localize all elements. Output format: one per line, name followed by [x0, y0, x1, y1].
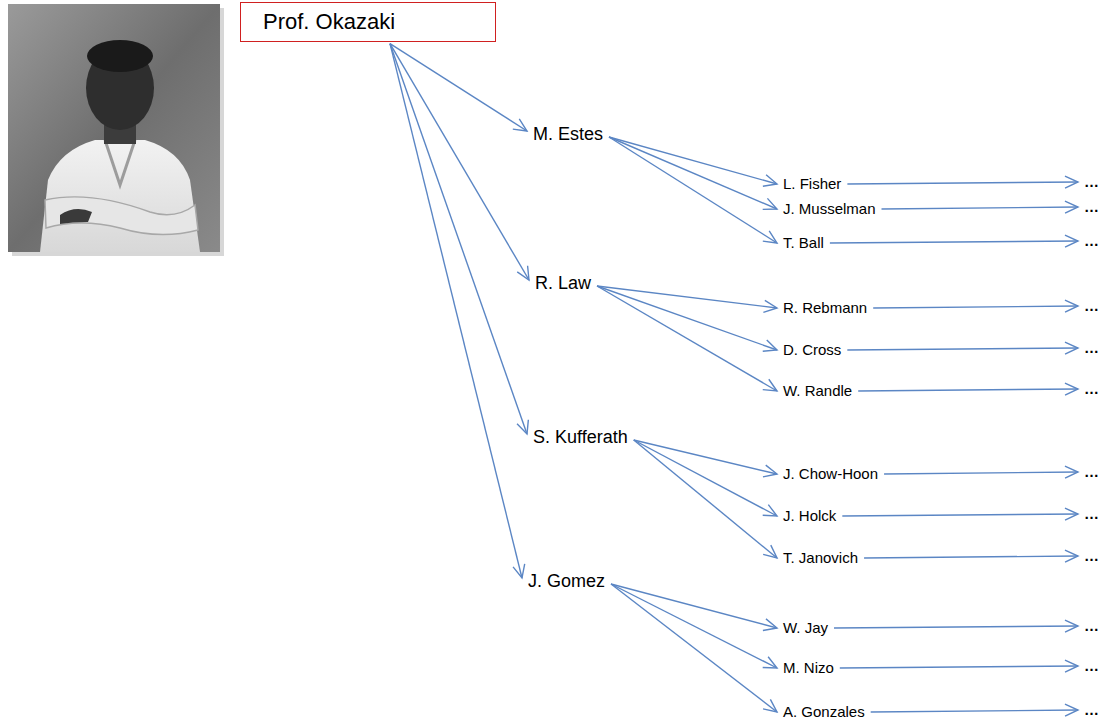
continuation-mark: …: [1084, 173, 1099, 191]
student-name: T. Janovich: [783, 549, 858, 567]
student-name: R. Rebmann: [783, 299, 867, 317]
lineage-arrow: [609, 137, 777, 243]
name-text: …: [1084, 339, 1099, 357]
lineage-arrow: [597, 286, 777, 312]
name-text: …: [1084, 173, 1099, 191]
name-text: R. Rebmann: [783, 299, 867, 317]
photo-collar: [105, 140, 135, 185]
continuation-mark: …: [1084, 339, 1099, 357]
name-text: …: [1084, 617, 1099, 635]
name-text: …: [1084, 505, 1099, 523]
lineage-arrow: [611, 584, 777, 712]
continuation-mark: …: [1084, 547, 1099, 565]
continuation-mark: …: [1084, 463, 1099, 481]
continuation-mark: …: [1084, 198, 1099, 216]
lineage-arrow: [834, 620, 1078, 632]
name-text: …: [1084, 657, 1099, 675]
name-text: J. Holck: [783, 507, 836, 525]
lineage-arrow: [609, 137, 777, 209]
name-text: …: [1084, 297, 1099, 315]
lineage-arrow: [390, 44, 527, 131]
student-name: A. Gonzales: [783, 703, 865, 721]
name-text: S. Kufferath: [533, 427, 628, 449]
student-name: T. Ball: [783, 234, 824, 252]
name-text: M. Estes: [533, 124, 603, 146]
lineage-arrow: [840, 660, 1078, 672]
student-name: M. Estes: [533, 124, 603, 146]
student-name: D. Cross: [783, 341, 841, 359]
continuation-mark: …: [1084, 617, 1099, 635]
lineage-arrow: [847, 176, 1078, 188]
lineage-arrow: [842, 508, 1078, 520]
name-text: T. Janovich: [783, 549, 858, 567]
teacher-box: Prof. Okazaki: [240, 2, 496, 41]
name-text: …: [1084, 463, 1099, 481]
student-name: S. Kufferath: [533, 427, 628, 449]
portrait-photo: [0, 0, 240, 262]
photo-ground: [8, 4, 220, 252]
photo-jacket: [40, 140, 200, 252]
name-text: …: [1084, 701, 1099, 719]
name-text: …: [1084, 198, 1099, 216]
student-name: W. Randle: [783, 382, 852, 400]
student-name: J. Musselman: [783, 200, 876, 218]
lineage-arrow: [611, 584, 777, 668]
lineage-arrow: [390, 44, 528, 434]
lineage-arrow: [609, 137, 777, 186]
name-text: T. Ball: [783, 234, 824, 252]
lineage-arrow: [882, 201, 1078, 213]
lineage-arrow: [634, 440, 777, 558]
name-text: M. Nizo: [783, 659, 834, 677]
lineage-arrow: [858, 383, 1078, 395]
lineage-arrow: [611, 584, 777, 630]
student-name: J. Chow-Hoon: [783, 465, 878, 483]
lineage-arrow: [597, 286, 777, 391]
name-text: L. Fisher: [783, 175, 841, 193]
student-name: J. Gomez: [528, 571, 605, 593]
student-name: L. Fisher: [783, 175, 841, 193]
photo-hair: [87, 40, 153, 72]
student-name: R. Law: [535, 273, 591, 295]
lineage-arrow: [847, 342, 1078, 354]
name-text: …: [1084, 547, 1099, 565]
continuation-mark: …: [1084, 297, 1099, 315]
lineage-arrow: [864, 550, 1078, 562]
lineage-arrow: [873, 300, 1078, 312]
lineage-arrow: [597, 286, 777, 351]
name-text: J. Musselman: [783, 200, 876, 218]
lineage-arrow: [390, 44, 525, 578]
name-text: A. Gonzales: [783, 703, 865, 721]
photo-arms: [45, 197, 198, 235]
name-text: J. Chow-Hoon: [783, 465, 878, 483]
photo-hand: [60, 209, 92, 224]
name-text: D. Cross: [783, 341, 841, 359]
continuation-mark: …: [1084, 380, 1099, 398]
lineage-arrow: [884, 466, 1078, 478]
lineage-arrow: [830, 235, 1078, 247]
continuation-mark: …: [1084, 657, 1099, 675]
name-text: Prof. Okazaki: [263, 9, 395, 35]
lineage-arrow: [871, 704, 1078, 716]
continuation-mark: …: [1084, 232, 1099, 250]
student-name: M. Nizo: [783, 659, 834, 677]
student-name: W. Jay: [783, 619, 828, 637]
lineage-arrow: [634, 440, 777, 516]
name-text: W. Jay: [783, 619, 828, 637]
student-name: J. Holck: [783, 507, 836, 525]
lineage-arrow: [390, 44, 529, 280]
name-text: R. Law: [535, 273, 591, 295]
name-text: …: [1084, 380, 1099, 398]
name-text: …: [1084, 232, 1099, 250]
name-text: J. Gomez: [528, 571, 605, 593]
name-text: W. Randle: [783, 382, 852, 400]
continuation-mark: …: [1084, 701, 1099, 719]
continuation-mark: …: [1084, 505, 1099, 523]
